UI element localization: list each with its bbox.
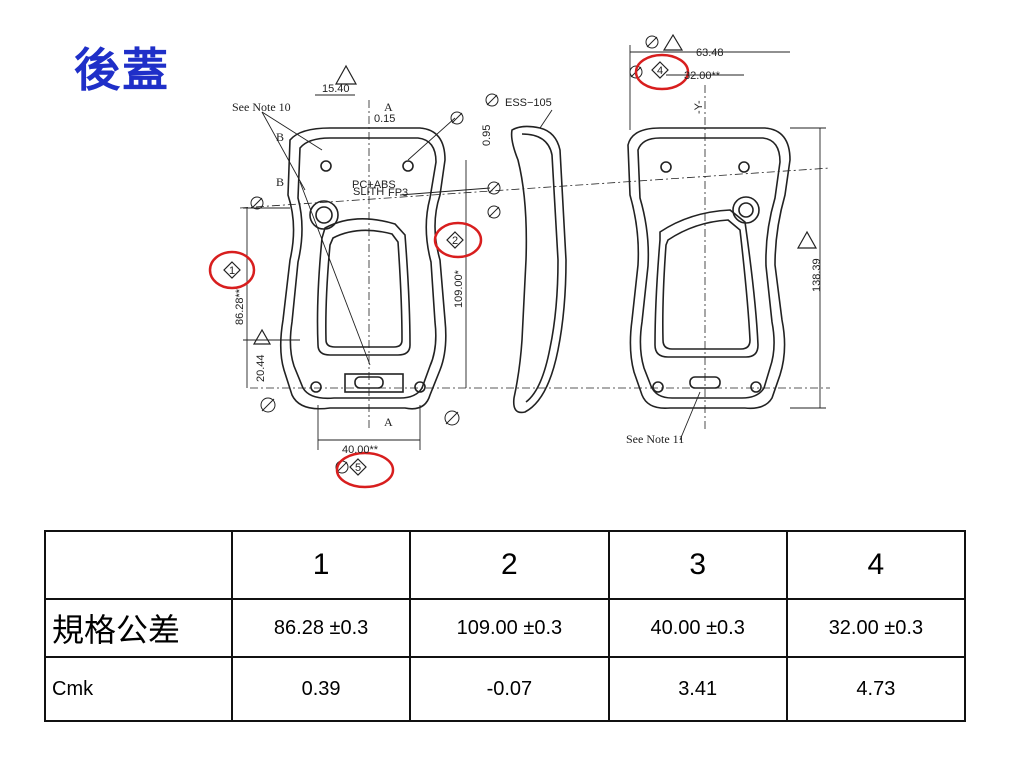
table-row: Cmk 0.39 -0.07 3.41 4.73: [44, 656, 967, 722]
dim-86-28: 86.28**: [234, 288, 246, 325]
dim-63-48: 63.48: [696, 47, 724, 59]
dim-32-00: 32.00**: [684, 70, 721, 82]
dim-0-15: 0.15: [374, 113, 395, 125]
callout-circles: [208, 53, 690, 489]
section-a-top: A: [384, 100, 393, 114]
engineering-drawing: 1 2 4 5 See Note 10 See Note 11 ESS−105 …: [208, 33, 831, 489]
header-cell-4: 4: [785, 530, 967, 600]
dim-109-00: 109.00*: [453, 269, 465, 308]
tolerance-cell-3: 40.00 ±0.3: [607, 598, 788, 658]
header-cell-1: 1: [230, 530, 412, 600]
section-b-1: B: [276, 130, 284, 144]
row-label-tolerance: 規格公差: [44, 598, 233, 658]
callout-circle-2: [433, 221, 483, 259]
note-11: See Note 11: [626, 432, 684, 446]
y-axis-label: -Y-: [693, 100, 705, 114]
header-cell-corner: [44, 530, 233, 600]
callout-circle-4: [634, 53, 690, 91]
cmk-cell-2: -0.07: [409, 656, 610, 722]
fp-label: FP3: [388, 187, 408, 199]
callout-number-1: 1: [229, 265, 235, 277]
callout-circle-1: [208, 250, 256, 290]
row-label-cmk: Cmk: [44, 656, 233, 722]
dim-20-44: 20.44: [255, 354, 267, 382]
note-10: See Note 10: [232, 100, 291, 114]
material-label-1: PC+ABS: [352, 179, 396, 191]
tolerance-table: 1 2 3 4 規格公差 86.28 ±0.3 109.00 ±0.3 40.0…: [44, 530, 967, 722]
table-row: 規格公差 86.28 ±0.3 109.00 ±0.3 40.00 ±0.3 3…: [44, 598, 967, 658]
section-b-2: B: [276, 175, 284, 189]
callout-number-2: 2: [452, 235, 458, 247]
ess-label: ESS−105: [505, 97, 552, 109]
side-view: [510, 109, 567, 414]
table-header-row: 1 2 3 4: [44, 530, 967, 600]
callout-number-4: 4: [657, 65, 663, 77]
datum-symbols: [250, 35, 659, 474]
tolerance-cell-2: 109.00 ±0.3: [409, 598, 610, 658]
callout-circle-5: [335, 451, 395, 489]
tolerance-cell-4: 32.00 ±0.3: [785, 598, 967, 658]
front-view: [239, 94, 831, 450]
datum-diamonds: [223, 61, 669, 476]
section-a-bottom: A: [384, 415, 393, 429]
header-cell-2: 2: [409, 530, 610, 600]
dim-15-40: 15.40: [322, 83, 350, 95]
dim-138-39: 138.39: [811, 258, 823, 292]
dim-40-00: 40.00**: [342, 444, 379, 456]
cmk-cell-3: 3.41: [607, 656, 788, 722]
callout-number-5: 5: [355, 462, 361, 474]
cmk-cell-4: 4.73: [785, 656, 967, 722]
slide-title: 後蓋: [74, 43, 170, 97]
dim-0-95: 0.95: [481, 125, 493, 146]
triangle-symbols: [252, 33, 818, 345]
back-view: [627, 45, 826, 441]
material-label-2: SLITH: [353, 186, 384, 198]
header-cell-3: 3: [607, 530, 788, 600]
tolerance-cell-1: 86.28 ±0.3: [230, 598, 412, 658]
cmk-cell-1: 0.39: [230, 656, 412, 722]
